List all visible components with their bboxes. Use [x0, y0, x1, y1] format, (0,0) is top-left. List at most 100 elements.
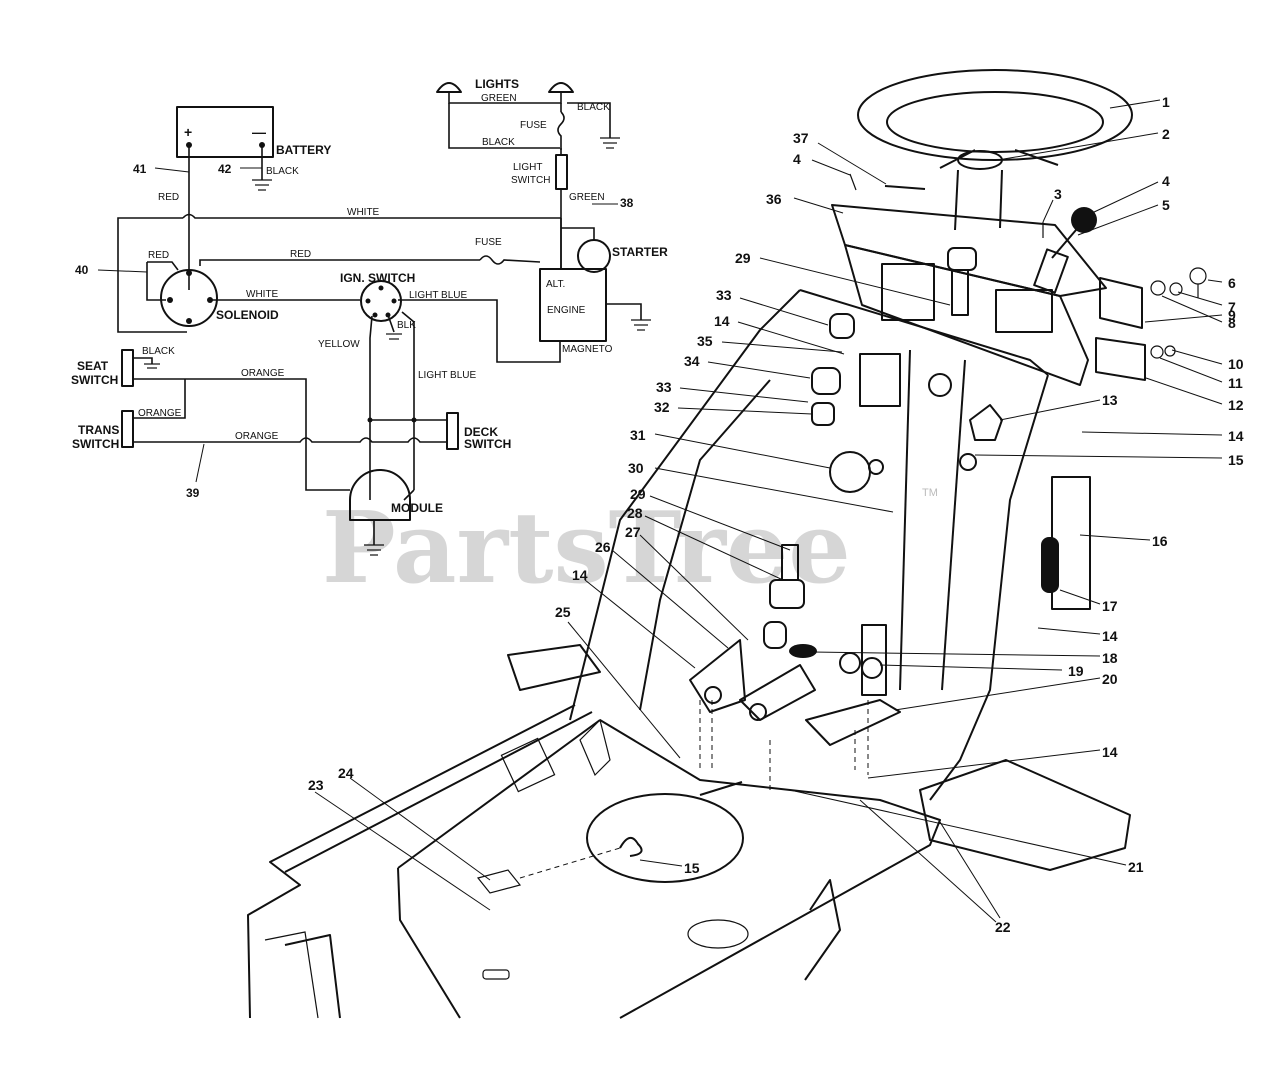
callout-29: 29 [630, 486, 646, 502]
wire-label-red: RED [158, 192, 179, 203]
linkage [689, 313, 901, 746]
callout-13: 13 [1102, 392, 1118, 408]
fuse-icon [557, 111, 565, 150]
callout-12: 12 [1228, 397, 1244, 413]
seat-switch-label: SWITCH [71, 373, 118, 387]
light-switch-icon [555, 154, 568, 190]
engine-box [539, 268, 607, 342]
module-icon [349, 469, 411, 521]
callout-14: 14 [1102, 744, 1118, 760]
callout-9: 9 [1228, 307, 1236, 323]
wire-label-black: BLACK [266, 166, 299, 177]
callout-15: 15 [1228, 452, 1244, 468]
callout-14: 14 [572, 567, 588, 583]
fuse-label: FUSE [475, 237, 502, 248]
callout-8: 8 [1228, 315, 1236, 331]
light-switch-label: SWITCH [511, 175, 550, 186]
starter-label: STARTER [612, 245, 668, 259]
battery-icon [176, 106, 274, 158]
callout-29: 29 [735, 250, 751, 266]
callout-31: 31 [630, 427, 646, 443]
callout-22: 22 [995, 919, 1011, 935]
callout-35: 35 [697, 333, 713, 349]
callout-24: 24 [338, 765, 354, 781]
callout-32: 32 [654, 399, 670, 415]
steering-wheel [857, 69, 1133, 231]
ign-switch-label: IGN. SWITCH [340, 271, 415, 285]
deck-switch-icon [446, 412, 459, 450]
wire-label-orange: ORANGE [138, 408, 182, 419]
callout-4: 4 [1162, 173, 1170, 189]
lamp-left-icon [436, 82, 462, 93]
callout-26: 26 [595, 539, 611, 555]
module: MODULE [349, 469, 443, 556]
magneto-label: MAGNETO [562, 344, 613, 355]
callout-39: 39 [186, 486, 200, 500]
ignition-switch: IGN. SWITCH LIGHT BLUE BLK YELLOW LIGHT … [318, 271, 561, 490]
callout-33: 33 [716, 287, 732, 303]
battery-plus-label: + [184, 124, 192, 140]
trans-switch-icon [121, 410, 134, 448]
light-switch-label: LIGHT [513, 162, 542, 173]
knob-icon [1071, 207, 1097, 233]
trans-switch-label: SWITCH [72, 437, 119, 451]
callout-23: 23 [308, 777, 324, 793]
callout-20: 20 [1102, 671, 1118, 687]
wire-label-green: GREEN [569, 192, 605, 203]
wire-label-green: GREEN [481, 93, 517, 104]
callout-19: 19 [1068, 663, 1084, 679]
solenoid: SOLENOID 41 42 40 WHITE [75, 162, 360, 327]
callout-18: 18 [1102, 650, 1118, 666]
fuse-label: FUSE [520, 120, 547, 131]
callout-40: 40 [75, 263, 89, 277]
callout-3: 3 [1054, 186, 1062, 202]
trans-switch-label: TRANS [78, 423, 119, 437]
dash-panel [831, 204, 1146, 386]
wire-label-orange: ORANGE [241, 368, 285, 379]
starter-icon [577, 239, 611, 273]
seat-switch-icon [121, 349, 134, 387]
wiring-schematic: LIGHTS GREEN BLACK FUSE BLACK LIGHT SWIT… [71, 77, 668, 556]
watermark-tm: TM [922, 487, 938, 499]
callout-4: 4 [793, 151, 801, 167]
wire-label-red: RED [148, 250, 169, 261]
callout-41: 41 [133, 162, 147, 176]
battery-minus-label: — [252, 124, 266, 140]
callout-37: 37 [793, 130, 809, 146]
battery: + — BATTERY BLACK RED [158, 106, 331, 290]
callout-34: 34 [684, 353, 700, 369]
wire-label-orange: ORANGE [235, 431, 279, 442]
deck-switch-label: DECK [464, 425, 498, 439]
callout-14: 14 [1228, 428, 1244, 444]
callout-5: 5 [1162, 197, 1170, 213]
callout-11: 11 [1228, 375, 1243, 391]
wire-label-black: BLACK [482, 137, 515, 148]
battery-label: BATTERY [276, 143, 331, 157]
wire-label-black: BLACK [142, 346, 175, 357]
grip-icon [1041, 537, 1059, 593]
module-label: MODULE [391, 501, 443, 515]
callout-38: 38 [620, 196, 634, 210]
callout-16: 16 [1152, 533, 1168, 549]
callout-42: 42 [218, 162, 232, 176]
callout-33: 33 [656, 379, 672, 395]
callout-27: 27 [625, 524, 641, 540]
callout-7: 7 [1228, 299, 1236, 315]
left-footrest [507, 644, 601, 691]
alt-label: ALT. [546, 279, 565, 290]
tractor-assembly [247, 69, 1207, 1019]
safety-switches: SEAT SWITCH BLACK ORANGE TRANS SWITCH OR… [71, 346, 511, 500]
wire-label-light-blue: LIGHT BLUE [409, 290, 467, 301]
ign-switch-icon [360, 280, 402, 322]
callout-10: 10 [1228, 356, 1244, 372]
callout-25: 25 [555, 604, 571, 620]
wire-label-red: RED [290, 249, 311, 260]
callout-30: 30 [628, 460, 644, 476]
seat-switch-label: SEAT [77, 359, 109, 373]
callout-6: 6 [1228, 275, 1236, 291]
callout-21: 21 [1128, 859, 1144, 875]
lamp-right-icon [548, 82, 574, 93]
callout-1: 1 [1162, 94, 1170, 110]
